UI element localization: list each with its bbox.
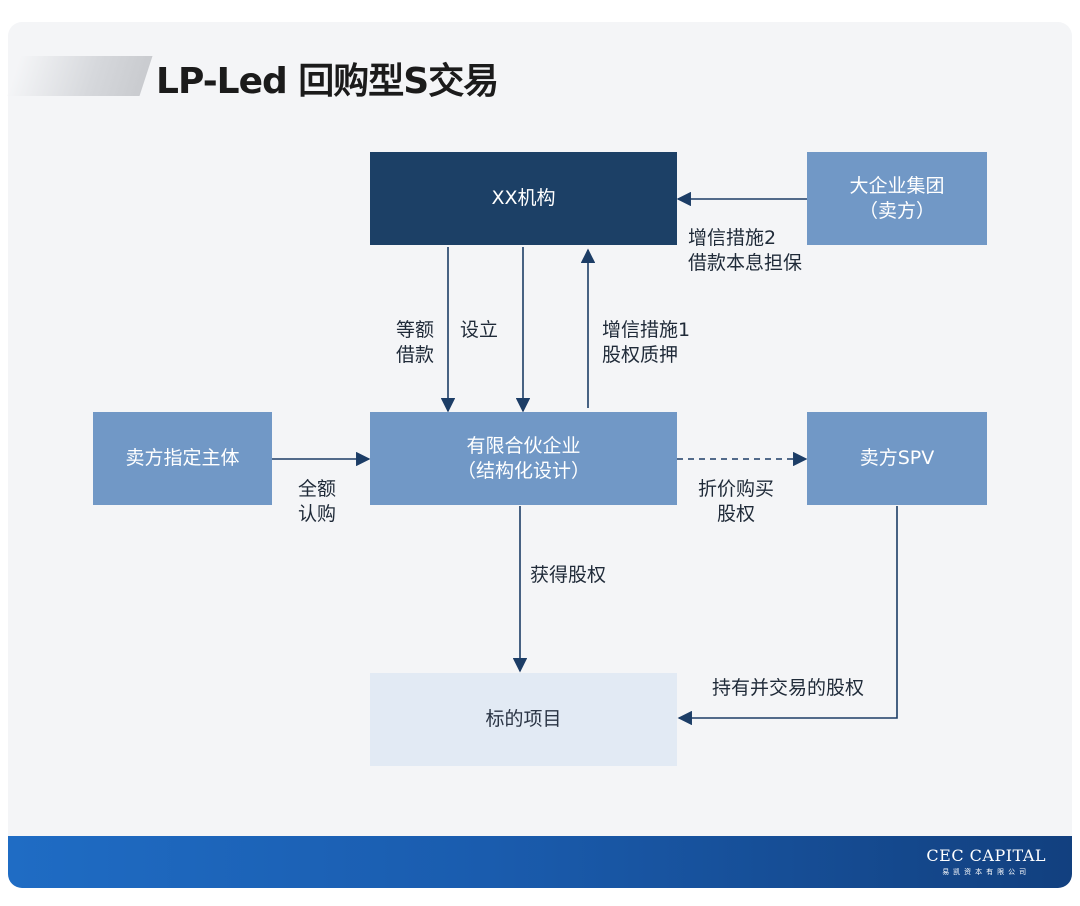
arrow-hold-trade [677, 506, 898, 726]
seller-designated-entity-box: 卖方指定主体 [93, 412, 272, 505]
page-title: LP-Led 回购型S交易 [156, 61, 499, 102]
establish-label: 设立 [460, 319, 499, 341]
discount-purchase-label: 折价购买 股权 [698, 478, 775, 525]
equal-loan-label: 等额 借款 [396, 319, 435, 366]
xx-institution-box: XX机构 [370, 152, 677, 245]
logo-subtitle: 易凯资本有限公司 [942, 868, 1031, 876]
credit-enhancement-2-label: 增信措施2 借款本息担保 [688, 227, 803, 274]
credit-enhancement-1-label: 增信措施1 股权质押 [602, 319, 691, 366]
cec-capital-logo: CEC CAPITAL 易凯资本有限公司 [926, 846, 1046, 877]
big-group-seller-box: 大企业集团 （卖方） [807, 152, 987, 245]
limited-partnership-box: 有限合伙企业 （结构化设计） [370, 412, 677, 505]
target-project-box: 标的项目 [370, 673, 677, 766]
obtain-equity-label: 获得股权 [530, 564, 607, 586]
hold-trade-equity-label: 持有并交易的股权 [712, 677, 865, 699]
logo-wordmark: CEC CAPITAL [926, 846, 1046, 865]
seller-spv-box: 卖方SPV [807, 412, 987, 505]
footer-band [8, 836, 1072, 888]
full-subscription-label: 全额 认购 [298, 478, 337, 525]
